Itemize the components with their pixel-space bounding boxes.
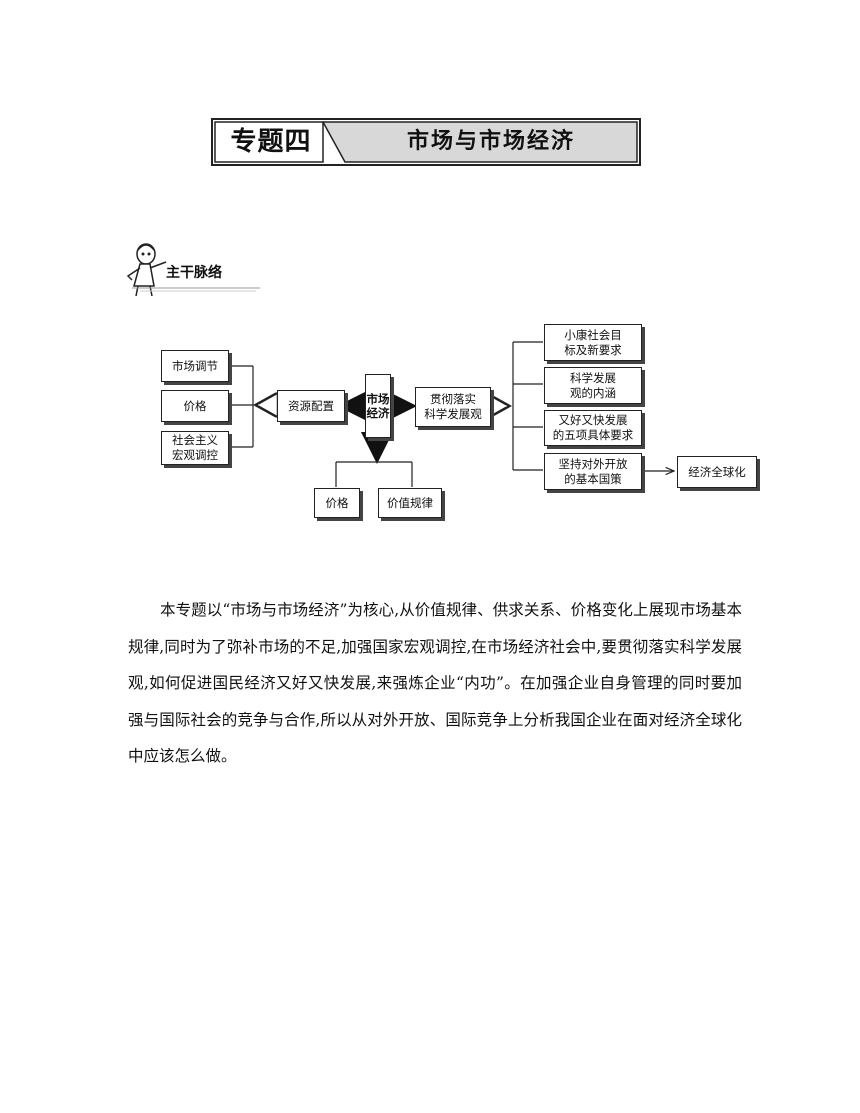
topic-title: 市场与市场经济 xyxy=(406,129,575,154)
professor-pointing-icon xyxy=(126,243,260,297)
intro-paragraph: 本专题以“市场与市场经济”为核心,从价值规律、供求关系、价格变化上展现市场基本规… xyxy=(128,601,742,765)
section-heading: 主干脉络 xyxy=(120,240,270,300)
left-item-price: 价格 xyxy=(161,390,229,422)
topic-banner: 专题四 市场与市场经济 xyxy=(211,118,641,166)
left-item-market-regulation: 市场调节 xyxy=(161,350,229,382)
bottom-item-price: 价格 xyxy=(314,488,360,518)
diagram-connectors xyxy=(228,341,860,487)
topic-number: 专题四 xyxy=(230,127,312,157)
globalization-box: 经济全球化 xyxy=(677,456,757,488)
right-item-five-requirements: 又好又快发展 的五项具体要求 xyxy=(544,410,642,446)
market-economy-box: 市场 经济 xyxy=(365,374,391,438)
bottom-bracket xyxy=(335,461,413,487)
section-label: 主干脉络 xyxy=(166,265,222,281)
bottom-item-value-law: 价值规律 xyxy=(378,488,442,518)
concept-diagram: 市场调节 价格 社会主义 宏观调控 资源配置 市场 经济 贯彻落实 科学发展观 … xyxy=(161,324,860,518)
left-item-macro-control: 社会主义 宏观调控 xyxy=(161,431,229,465)
left-bracket xyxy=(228,365,254,448)
right-item-xiaokang: 小康社会目 标及新要求 xyxy=(544,324,642,361)
scientific-development-box: 贯彻落实 科学发展观 xyxy=(415,387,491,427)
right-item-opening-policy: 坚持对外开放 的基本国策 xyxy=(544,453,642,490)
resource-allocation-box: 资源配置 xyxy=(277,390,345,422)
right-bracket xyxy=(512,341,543,471)
banner-frame xyxy=(211,118,641,166)
right-item-connotation: 科学发展 观的内涵 xyxy=(544,367,642,404)
